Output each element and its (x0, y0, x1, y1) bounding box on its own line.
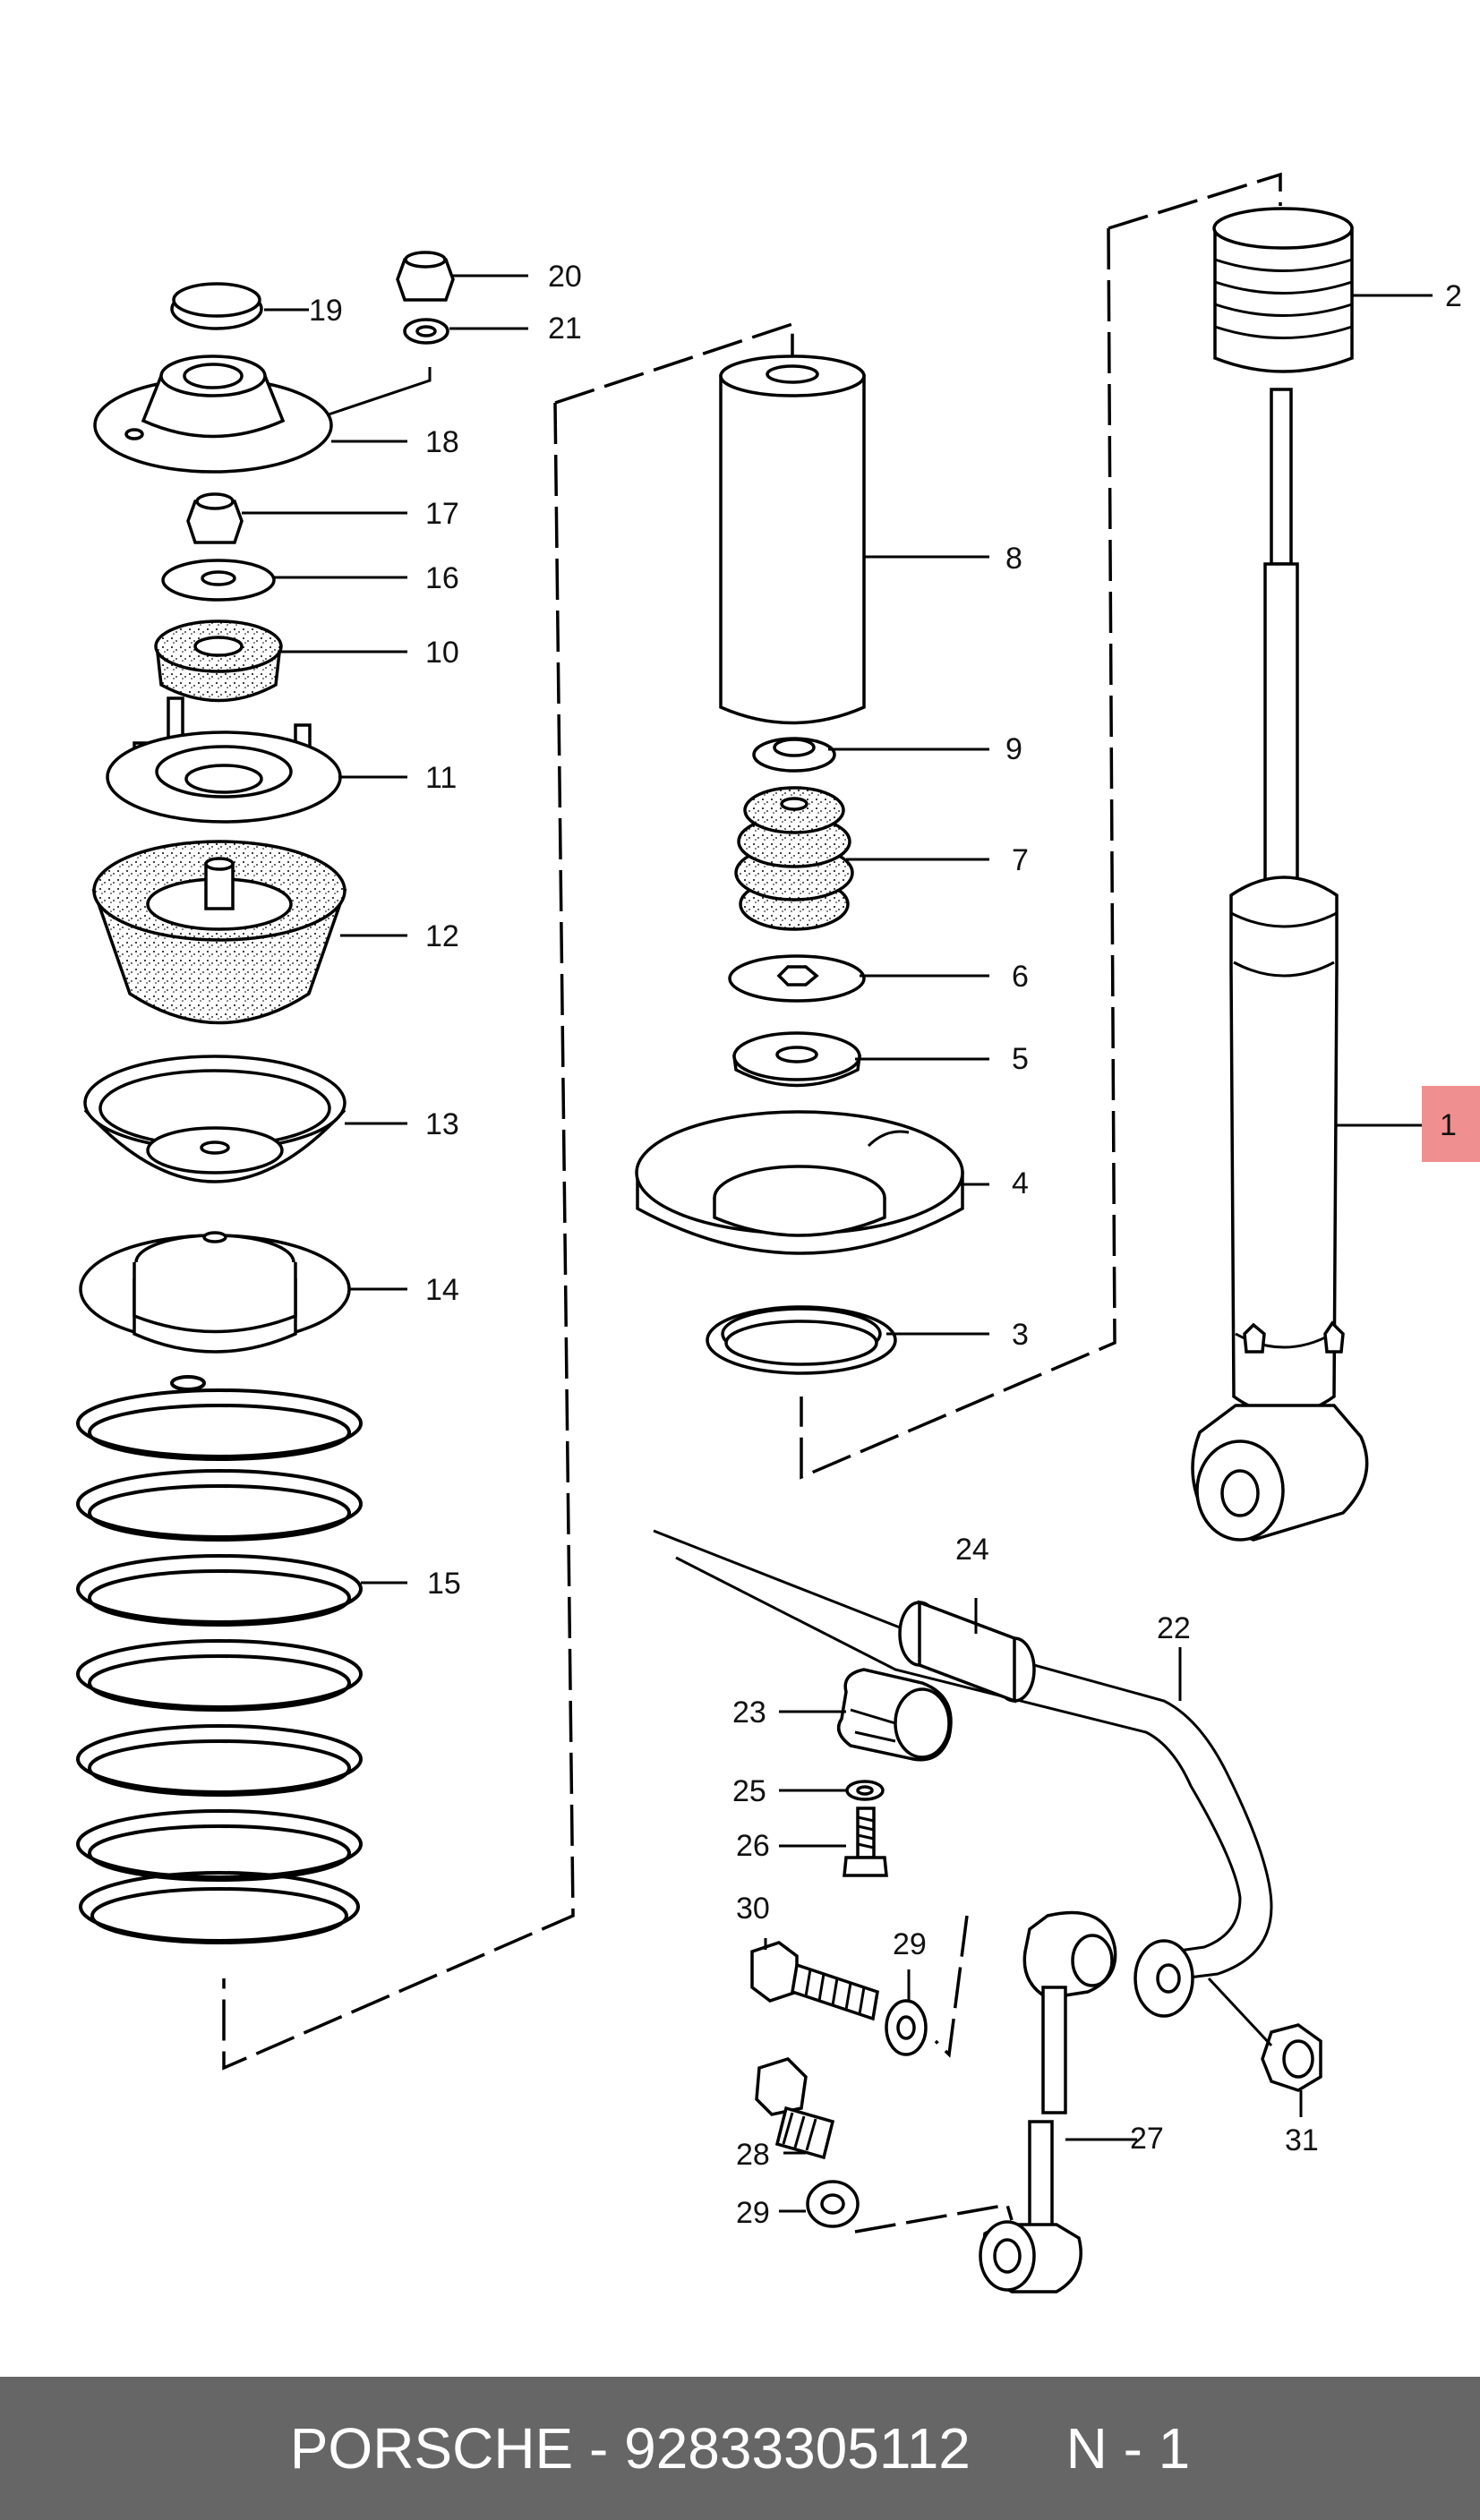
part-21-washer (403, 318, 449, 345)
callout-3: 3 (1012, 1318, 1029, 1352)
callout-19: 19 (309, 294, 343, 328)
part-4-spring-plate (635, 1110, 964, 1255)
group-line-link-bottom (854, 2203, 1014, 2234)
footer-separator: - (573, 2416, 625, 2481)
part-1-shock-absorber (1191, 388, 1369, 1542)
group-line-left (554, 321, 794, 405)
callout-22: 22 (1157, 1611, 1191, 1645)
callout-1: 1 (1440, 1108, 1457, 1142)
exploded-parts-diagram: 1 2 3 4 5 6 7 8 9 10 11 12 13 14 15 16 1… (76, 172, 1480, 2294)
part-28-bolt (755, 2057, 835, 2160)
callout-21: 21 (548, 312, 582, 346)
group-line-mount (304, 367, 432, 424)
part-19-cap (170, 282, 263, 330)
footer-bar: PORSCHE - 92833305112 N - 1 (0, 2377, 1480, 2520)
callout-9: 9 (1005, 732, 1022, 766)
bar-end-bushing (1134, 1939, 1194, 2018)
callout-17: 17 (425, 497, 459, 531)
part-31-nut (1261, 2023, 1322, 2092)
callout-29-lower: 29 (736, 2196, 770, 2230)
callout-14: 14 (425, 1273, 459, 1307)
callout-25: 25 (732, 1774, 766, 1808)
part-29-washer-lower (806, 2180, 860, 2228)
callout-26: 26 (736, 1829, 770, 1863)
callout-29-upper: 29 (893, 1927, 927, 1961)
callout-20: 20 (548, 260, 582, 294)
part-6-star-washer (728, 954, 866, 1003)
part-22-stabilizer-bar (653, 1529, 1273, 1980)
part-26-bolt (843, 1807, 888, 1877)
part-27-coupling-link (979, 1910, 1117, 2294)
part-10-rubber-buffer (154, 619, 283, 703)
part-15-coil-spring (76, 1375, 363, 1944)
callout-24: 24 (955, 1533, 989, 1567)
callout-8: 8 (1005, 542, 1022, 576)
callout-11: 11 (425, 761, 457, 795)
part-23-clamp (836, 1668, 953, 1762)
callout-15: 15 (427, 1567, 461, 1601)
callout-18: 18 (425, 425, 459, 459)
callout-28: 28 (736, 2138, 770, 2172)
callout-31: 31 (1285, 2123, 1319, 2157)
part-29-washer-upper (885, 1999, 928, 2056)
callout-10: 10 (425, 636, 459, 670)
footer-brand: PORSCHE (289, 2416, 574, 2481)
part-12-rubber-cone (91, 840, 347, 1025)
part-16-washer (161, 559, 276, 602)
footer-gap (971, 2415, 1066, 2482)
footer-position-code: N - 1 (1065, 2416, 1191, 2481)
part-14-spring-pad (79, 1231, 351, 1354)
group-line-right (1108, 172, 1282, 230)
part-17-nut (186, 492, 244, 544)
callout-1-highlight (1422, 1086, 1480, 1162)
callout-4: 4 (1012, 1166, 1029, 1200)
callout-5: 5 (1012, 1042, 1029, 1076)
group-line-right-vertical (800, 227, 1116, 1480)
part-3-ring (706, 1305, 897, 1375)
part-11-flange (106, 696, 342, 824)
footer-part-number: 92833305112 (624, 2416, 971, 2481)
part-25-washer (845, 1780, 885, 1801)
part-24-bushing (898, 1600, 1036, 1704)
callout-16: 16 (425, 561, 459, 595)
part-13-spring-seat (83, 1055, 346, 1183)
part-9-bump-cap (752, 737, 836, 773)
part-20-nut (396, 251, 455, 302)
part-18-mount-plate (93, 355, 333, 474)
part-30-bolt (750, 1941, 879, 2021)
part-8-dust-boot (719, 355, 866, 725)
callout-30: 30 (736, 1892, 770, 1926)
leader-lines (242, 274, 1433, 2213)
part-5-washer (732, 1031, 861, 1088)
part-7-bump-stop (734, 786, 854, 931)
part-2-top-sleeve (1212, 207, 1354, 373)
callout-2: 2 (1445, 279, 1462, 313)
callout-27: 27 (1130, 2122, 1164, 2156)
callout-12: 12 (425, 919, 459, 953)
group-line-link (934, 1915, 969, 2058)
group-line-left-vertical (222, 402, 575, 2071)
callout-6: 6 (1012, 960, 1029, 994)
callout-13: 13 (425, 1107, 459, 1141)
callout-7: 7 (1012, 843, 1029, 877)
callout-23: 23 (732, 1696, 766, 1730)
